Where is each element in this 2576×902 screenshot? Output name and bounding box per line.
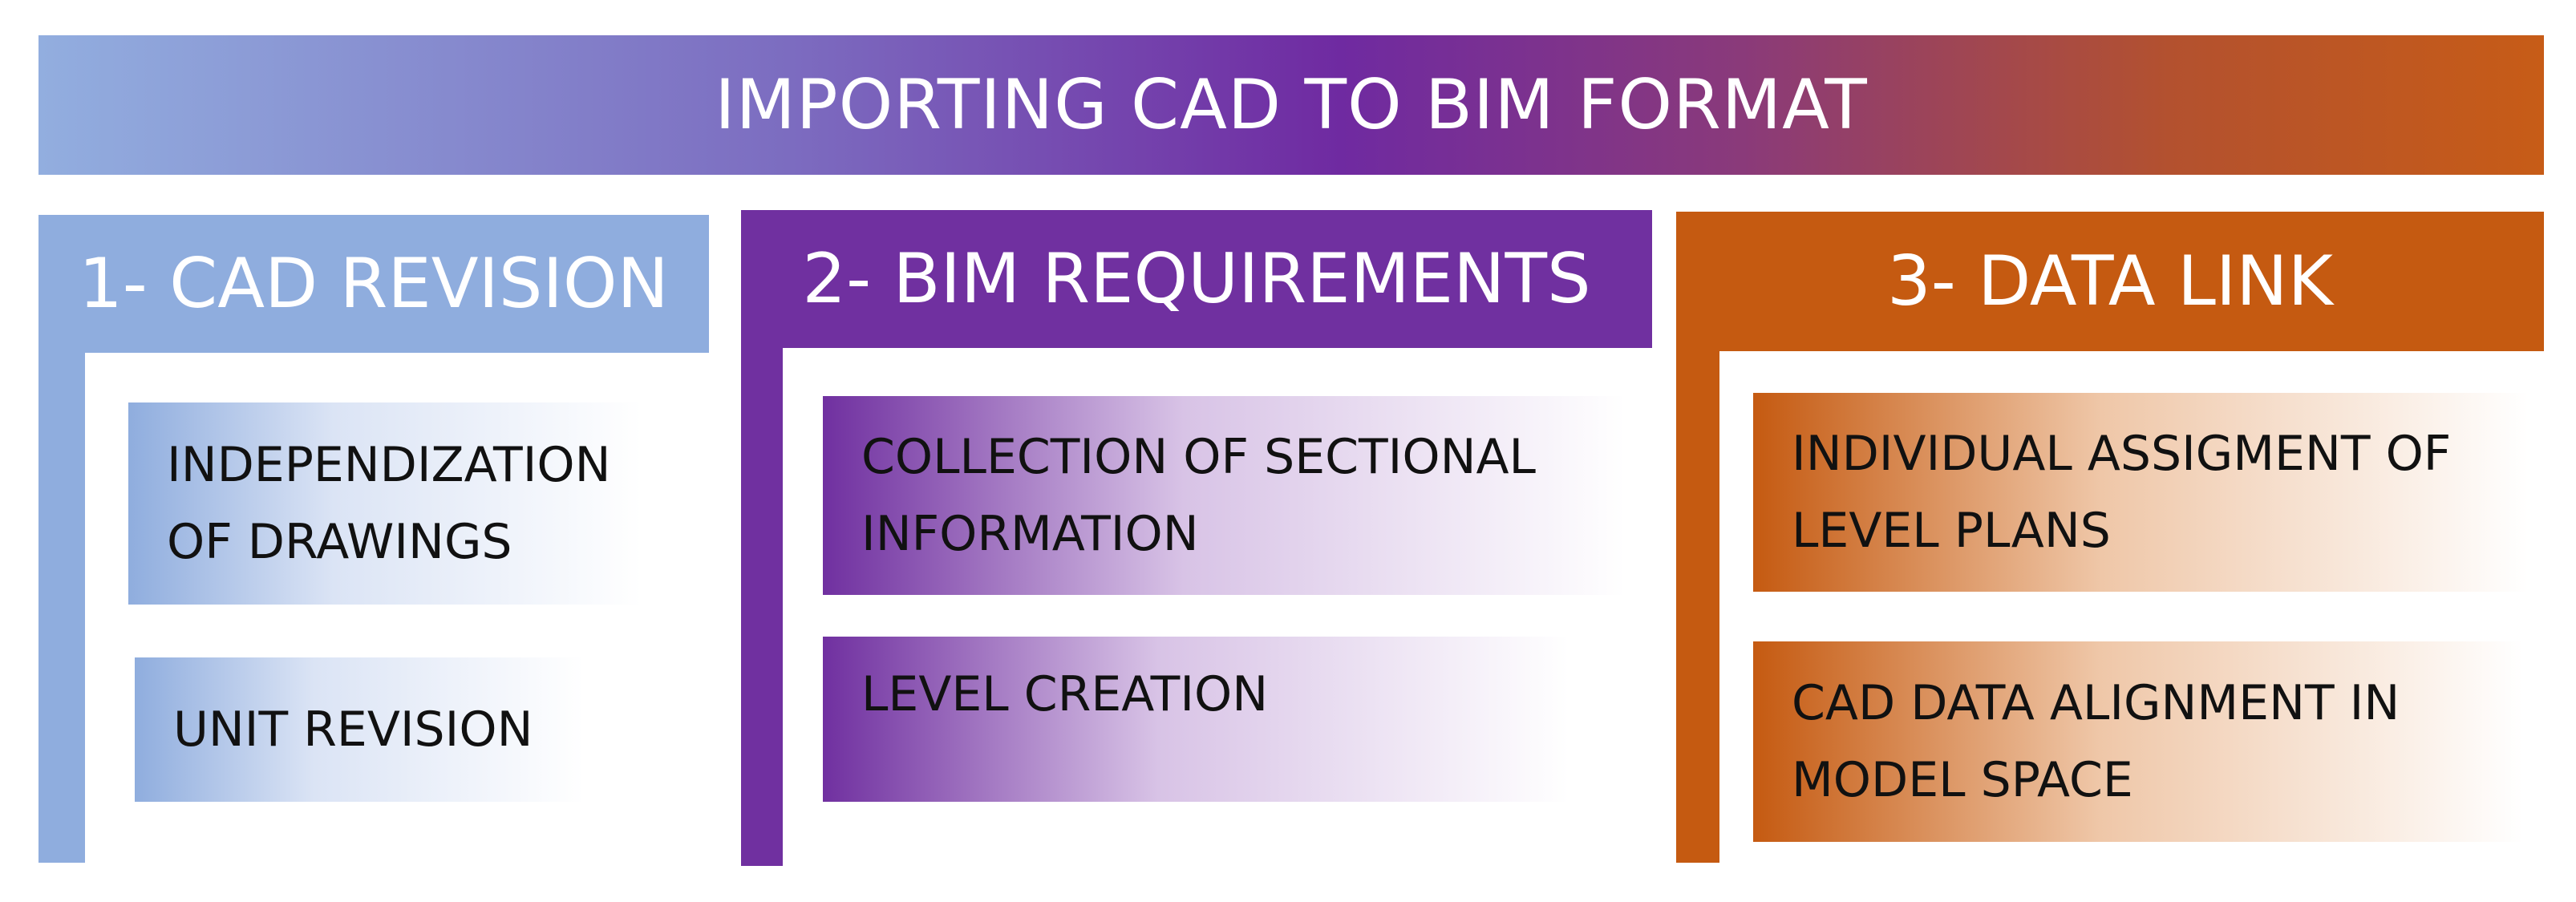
step-card-sectional-information: COLLECTION OF SECTIONAL INFORMATION [823,396,1625,595]
step-card-line: UNIT REVISION [173,702,533,758]
column-bar-data-link [1676,351,1719,863]
step-card-line: CAD DATA ALIGNMENT IN [1792,675,2400,731]
step-card-line: LEVEL PLANS [1792,503,2111,559]
step-card-unit-revision: UNIT REVISION [135,657,584,802]
step-card-line: LEVEL CREATION [861,666,1269,722]
step-card-cad-alignment: CAD DATA ALIGNMENT IN MODEL SPACE [1753,641,2523,842]
step-card-independization: INDEPENDIZATION OF DRAWINGS [128,402,642,605]
column-heading-data-link: 3- DATA LINK [1676,212,2544,351]
column-bar-cad-revision [38,353,85,863]
column-bar-bim-requirements [741,348,783,866]
step-card-level-plans: INDIVIDUAL ASSIGMENT OF LEVEL PLANS [1753,393,2528,592]
step-card-line: MODEL SPACE [1792,752,2133,808]
step-card-line: INDIVIDUAL ASSIGMENT OF [1792,426,2452,482]
step-card-line: OF DRAWINGS [167,514,512,570]
column-heading-bim-requirements: 2- BIM REQUIREMENTS [741,210,1652,348]
step-card-level-creation: LEVEL CREATION [823,637,1569,802]
step-card-line: INFORMATION [861,506,1199,562]
title-banner: IMPORTING CAD TO BIM FORMAT [38,35,2544,175]
step-card-line: COLLECTION OF SECTIONAL [861,429,1536,485]
diagram-title: IMPORTING CAD TO BIM FORMAT [715,65,1868,145]
column-heading-cad-revision: 1- CAD REVISION [38,215,709,353]
step-card-line: INDEPENDIZATION [167,437,611,493]
